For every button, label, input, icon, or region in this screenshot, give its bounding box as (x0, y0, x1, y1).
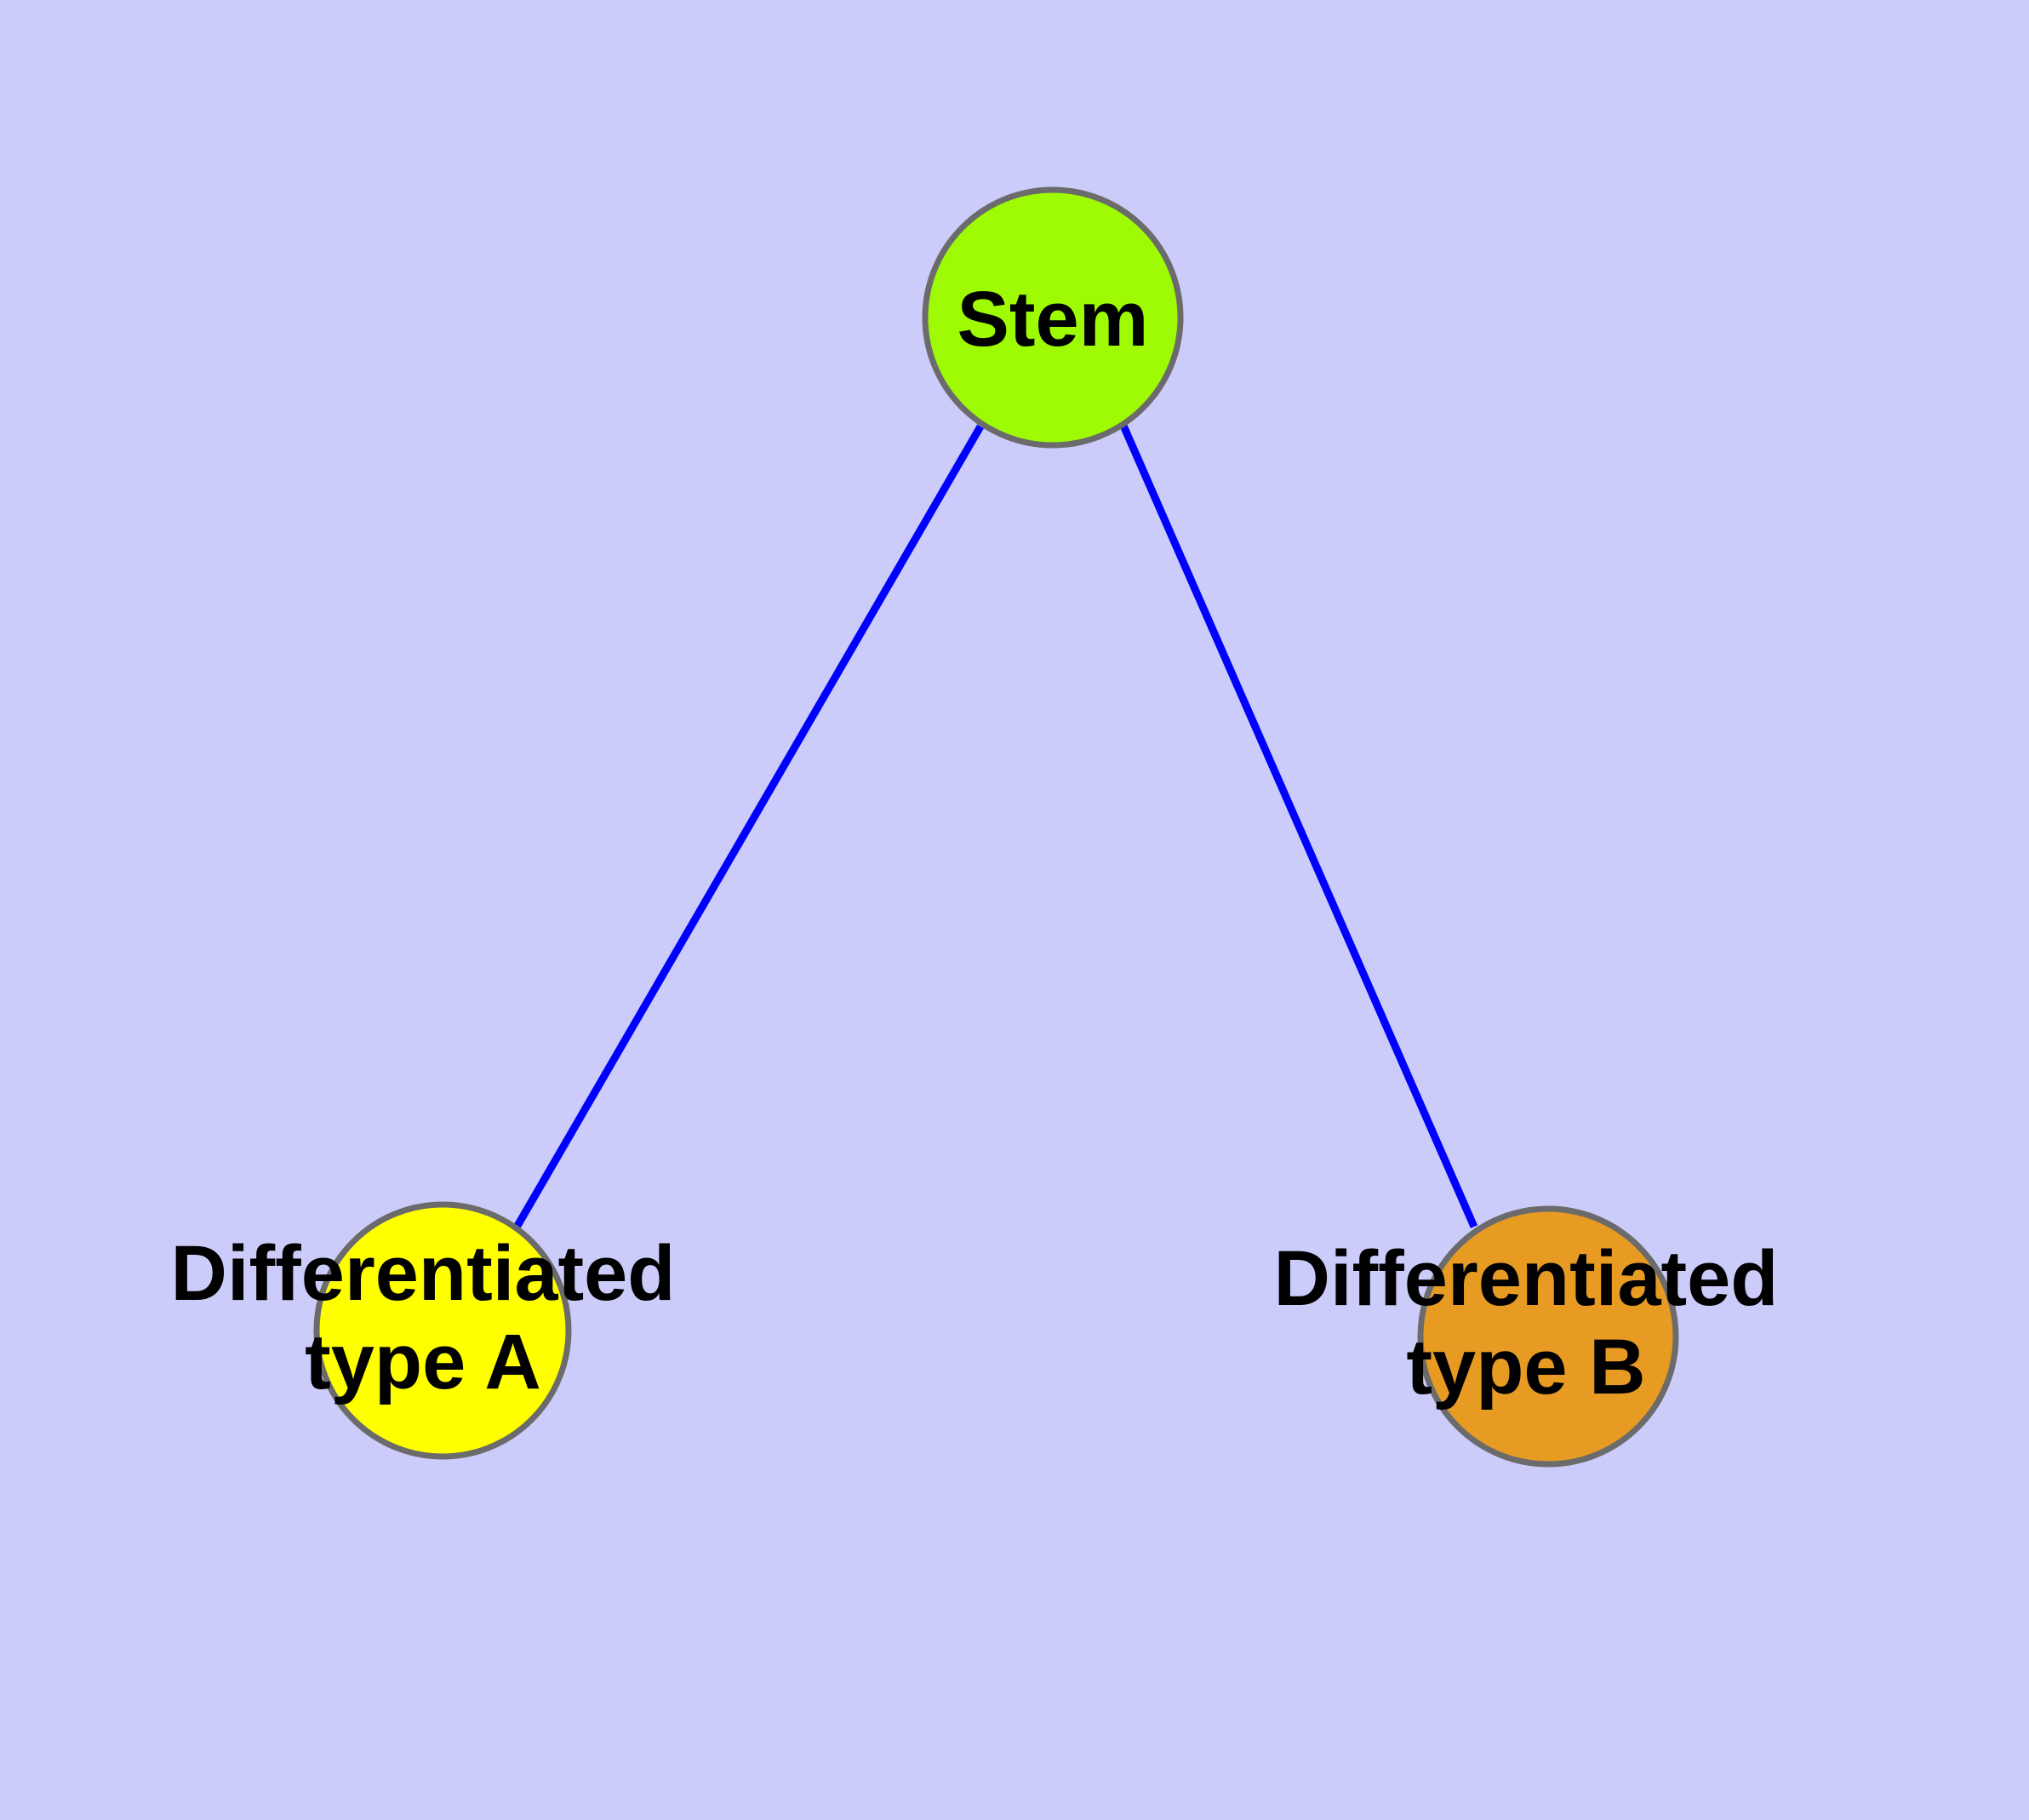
node-label-line: Differentiated (171, 1230, 676, 1317)
graph-node-diff-a[interactable] (313, 1201, 572, 1460)
graph-edge-stem-to-diff-a[interactable] (514, 424, 984, 1228)
node-label-line: type A (305, 1319, 541, 1405)
graph-node-stem[interactable] (922, 186, 1184, 449)
graph-edge-stem-to-diff-b[interactable] (1119, 424, 1478, 1228)
node-label-line: Stem (957, 276, 1149, 363)
node-layer (313, 186, 1679, 1468)
node-label-line: Differentiated (1274, 1235, 1779, 1322)
graph-node-diff-b[interactable] (1417, 1205, 1679, 1468)
node-label-line: type B (1406, 1324, 1645, 1411)
edge-layer (514, 424, 1478, 1228)
node-label-stem: Stem (957, 276, 1149, 363)
